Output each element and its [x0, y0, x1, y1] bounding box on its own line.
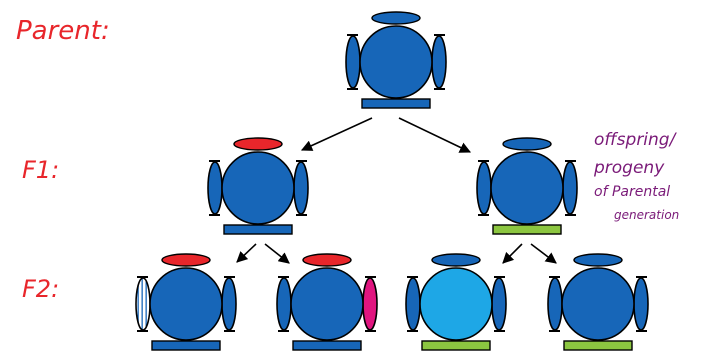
- base: [492, 224, 562, 235]
- right-arm: [221, 277, 237, 331]
- right-arm: [562, 161, 578, 215]
- body: [359, 25, 433, 99]
- hat: [371, 11, 421, 25]
- right-arm: [491, 277, 507, 331]
- body: [221, 151, 295, 225]
- arrow-f1-right-to-f2-4: [530, 243, 557, 264]
- base: [421, 340, 491, 351]
- figure-f2-4: [547, 253, 649, 351]
- hat: [573, 253, 623, 267]
- left-arm: [547, 277, 563, 331]
- base: [563, 340, 633, 351]
- arrow-f1-right-to-f2-3: [502, 243, 523, 264]
- figure-f1-left: [207, 137, 309, 235]
- figure-f1-right: [476, 137, 578, 235]
- label-f2: F2:: [22, 275, 60, 303]
- base: [223, 224, 293, 235]
- annotation-line-2: progeny: [594, 158, 665, 178]
- left-arm: [276, 277, 292, 331]
- hat: [161, 253, 211, 267]
- hat: [302, 253, 352, 267]
- left-arm: [405, 277, 421, 331]
- left-arm: [135, 277, 151, 331]
- annotation-line-3: of Parental: [594, 184, 671, 200]
- body: [490, 151, 564, 225]
- left-arm: [345, 35, 361, 89]
- figures: [135, 11, 649, 351]
- annotation-line-4: generation: [614, 208, 680, 222]
- left-arm: [476, 161, 492, 215]
- figure-f2-2: [276, 253, 378, 351]
- hat: [431, 253, 481, 267]
- right-arm: [431, 35, 447, 89]
- arrow-parent-to-f1-left: [300, 117, 373, 151]
- arrows: [236, 117, 557, 264]
- label-f1: F1:: [22, 156, 60, 184]
- arrow-parent-to-f1-right: [398, 117, 472, 153]
- figure-f2-1: [135, 253, 237, 351]
- figure-parent: [345, 11, 447, 109]
- arrow-f1-left-to-f2-1: [236, 243, 257, 263]
- right-arm: [362, 277, 378, 331]
- base: [361, 98, 431, 109]
- body: [561, 267, 635, 341]
- body: [290, 267, 364, 341]
- base: [292, 340, 362, 351]
- arrow-f1-left-to-f2-2: [264, 243, 290, 264]
- right-arm: [293, 161, 309, 215]
- label-parent: Parent:: [16, 16, 110, 46]
- right-arm: [633, 277, 649, 331]
- annotation-line-1: offspring/: [594, 130, 676, 150]
- body: [149, 267, 223, 341]
- hat: [502, 137, 552, 151]
- left-arm: [207, 161, 223, 215]
- base: [151, 340, 221, 351]
- hat: [233, 137, 283, 151]
- figure-f2-3: [405, 253, 507, 351]
- body: [419, 267, 493, 341]
